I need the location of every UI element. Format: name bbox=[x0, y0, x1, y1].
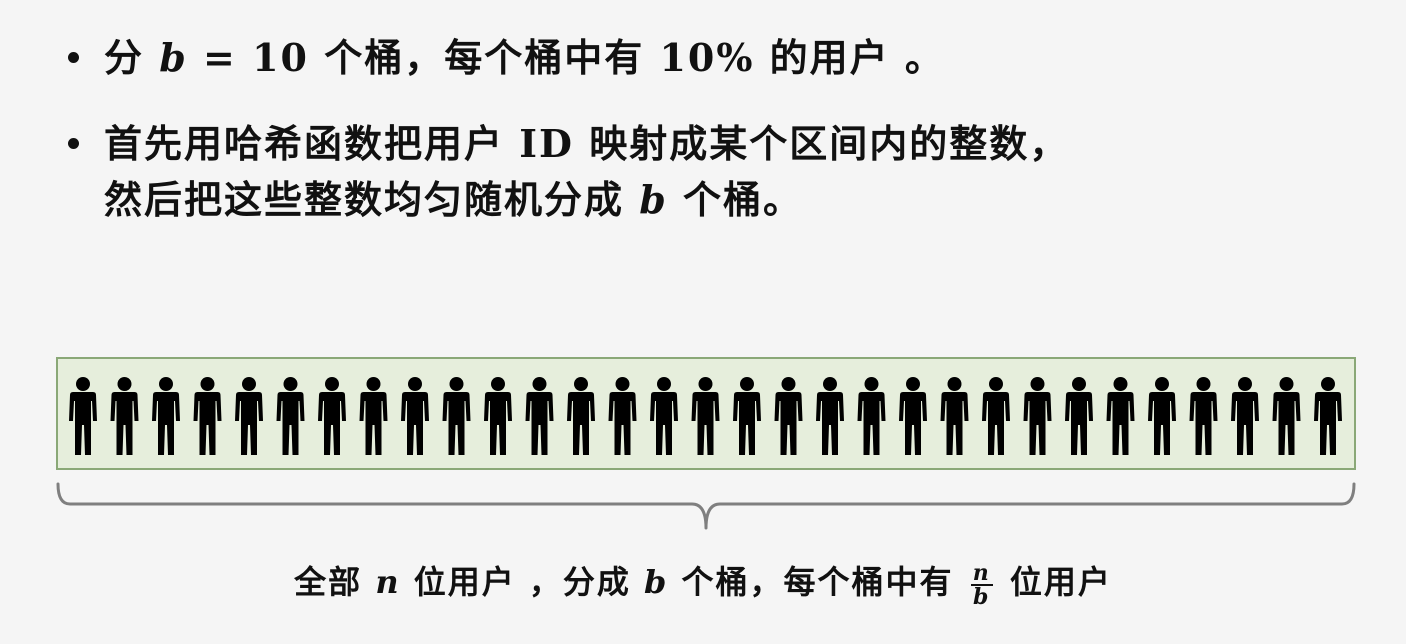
person-icon bbox=[1231, 377, 1259, 455]
person-icon bbox=[774, 377, 803, 455]
text-segment: 位用户 bbox=[996, 563, 1112, 601]
person-icon bbox=[1272, 377, 1301, 455]
person-icon bbox=[899, 377, 927, 455]
math-variable-b: b bbox=[639, 177, 668, 222]
bullet-dot-icon bbox=[68, 138, 79, 149]
fraction-denominator: b bbox=[972, 583, 991, 610]
person-icon bbox=[359, 377, 388, 455]
people-row bbox=[69, 377, 1342, 455]
bullet-item-bucket-count: 分 b = 10 个桶，每个桶中有 10% 的用户 。 bbox=[68, 30, 1368, 86]
person-icon bbox=[276, 377, 305, 455]
math-variable-n: n bbox=[375, 563, 401, 601]
person-icon bbox=[567, 377, 595, 455]
person-icon bbox=[816, 377, 844, 455]
text-segment: = 10 个桶，每个桶中有 10% 的用户 。 bbox=[187, 35, 945, 80]
person-icon bbox=[193, 377, 222, 455]
person-icon bbox=[940, 377, 969, 455]
math-variable-b: b bbox=[644, 563, 669, 601]
person-icon bbox=[318, 377, 346, 455]
bullet-line-2: 然后把这些整数均匀随机分成 b 个桶。 bbox=[104, 172, 1368, 228]
person-icon bbox=[152, 377, 180, 455]
fraction-numerator: n bbox=[970, 559, 993, 586]
bullet-dot-icon bbox=[68, 52, 79, 63]
bullet-item-hashing: 首先用哈希函数把用户 ID 映射成某个区间内的整数， 然后把这些整数均匀随机分成… bbox=[68, 116, 1368, 228]
person-icon bbox=[110, 377, 139, 455]
person-icon bbox=[401, 377, 429, 455]
person-icon bbox=[1148, 377, 1176, 455]
text-segment: 分 bbox=[104, 35, 160, 80]
curly-brace-icon bbox=[56, 482, 1356, 530]
person-icon bbox=[484, 377, 512, 455]
text-segment: 个桶，每个桶中有 bbox=[668, 563, 967, 601]
person-icon bbox=[857, 377, 886, 455]
person-icon bbox=[691, 377, 720, 455]
bullet-line-1: 首先用哈希函数把用户 ID 映射成某个区间内的整数， bbox=[104, 121, 1070, 166]
person-icon bbox=[1023, 377, 1052, 455]
text-segment: 位用户 ，分成 bbox=[400, 563, 645, 601]
math-variable-b: b bbox=[159, 35, 188, 80]
person-icon bbox=[525, 377, 554, 455]
person-icon bbox=[235, 377, 263, 455]
users-box bbox=[56, 357, 1356, 470]
person-icon bbox=[1189, 377, 1218, 455]
person-icon bbox=[982, 377, 1010, 455]
person-icon bbox=[1106, 377, 1135, 455]
person-icon bbox=[69, 377, 97, 455]
person-icon bbox=[733, 377, 761, 455]
person-icon bbox=[608, 377, 637, 455]
bullet-list: 分 b = 10 个桶，每个桶中有 10% 的用户 。 首先用哈希函数把用户 I… bbox=[68, 30, 1368, 228]
person-icon bbox=[1314, 377, 1342, 455]
person-icon bbox=[442, 377, 471, 455]
bullet-text: 分 b = 10 个桶，每个桶中有 10% 的用户 。 bbox=[104, 35, 945, 80]
text-segment: 然后把这些整数均匀随机分成 bbox=[104, 177, 640, 222]
person-icon bbox=[1065, 377, 1093, 455]
person-icon bbox=[650, 377, 678, 455]
text-segment: 个桶。 bbox=[667, 177, 804, 222]
text-segment: 全部 bbox=[294, 563, 376, 601]
